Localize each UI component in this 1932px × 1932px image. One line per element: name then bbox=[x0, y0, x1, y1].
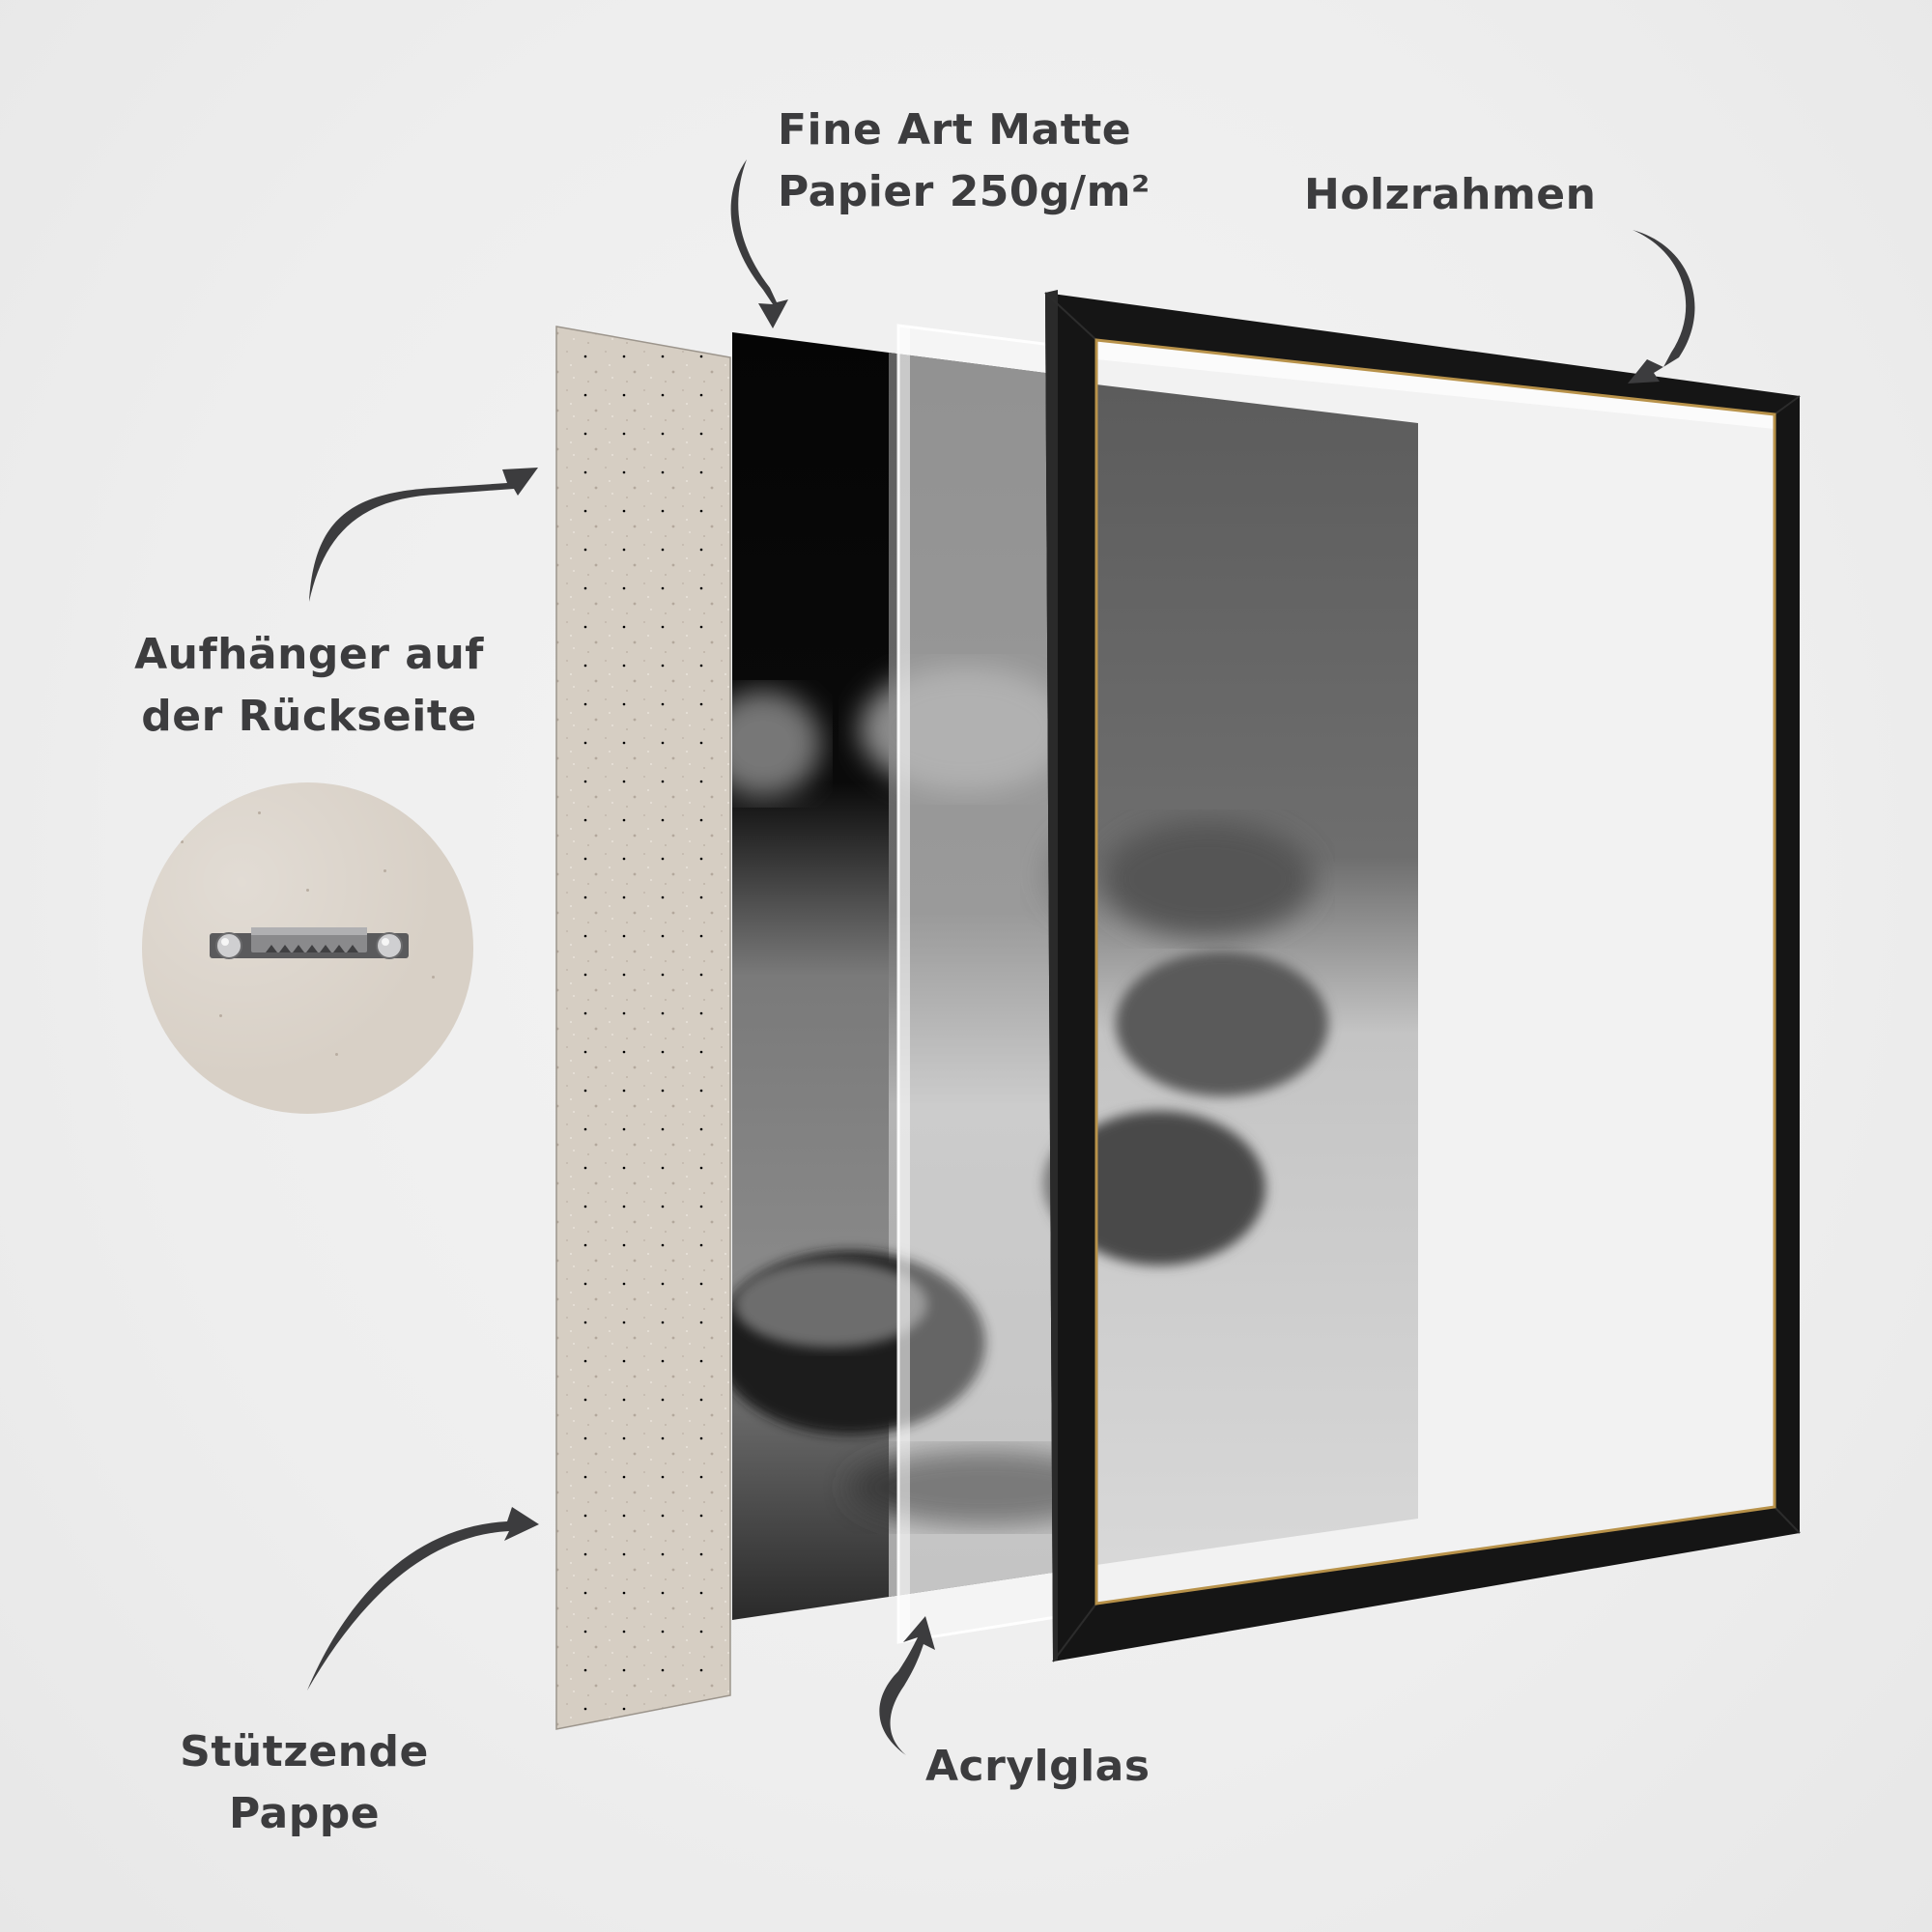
label-paper-line1: Fine Art Matte bbox=[778, 105, 1132, 155]
backing-board-layer bbox=[555, 326, 731, 1730]
label-paper: Fine Art Matte Papier 250g/m² bbox=[778, 99, 1151, 223]
label-hanger: Aufhänger auf der Rückseite bbox=[106, 624, 512, 748]
label-frame: Holzrahmen bbox=[1304, 164, 1596, 226]
wood-frame-layer bbox=[1044, 290, 1801, 1662]
arrow-paper bbox=[730, 159, 788, 328]
label-acrylic: Acrylglas bbox=[925, 1736, 1151, 1798]
arrow-hanger bbox=[309, 468, 538, 602]
label-paper-line2: Papier 250g/m² bbox=[778, 167, 1151, 216]
arrow-frame bbox=[1628, 230, 1695, 384]
label-backing: Stützende Pappe bbox=[145, 1721, 464, 1845]
arrow-backing bbox=[307, 1507, 539, 1690]
label-frame-line1: Holzrahmen bbox=[1304, 170, 1597, 219]
arrow-acrylic bbox=[879, 1616, 935, 1755]
sawtooth-hanger-icon bbox=[210, 927, 409, 959]
arrows bbox=[307, 159, 1695, 1755]
label-hanger-line1: Aufhänger auf bbox=[134, 630, 484, 679]
label-backing-line2: Pappe bbox=[228, 1789, 381, 1838]
hanger-detail-circle bbox=[142, 782, 473, 1114]
label-backing-line1: Stützende bbox=[180, 1727, 429, 1776]
label-hanger-line2: der Rückseite bbox=[141, 692, 477, 741]
label-acrylic-line1: Acrylglas bbox=[925, 1742, 1151, 1791]
